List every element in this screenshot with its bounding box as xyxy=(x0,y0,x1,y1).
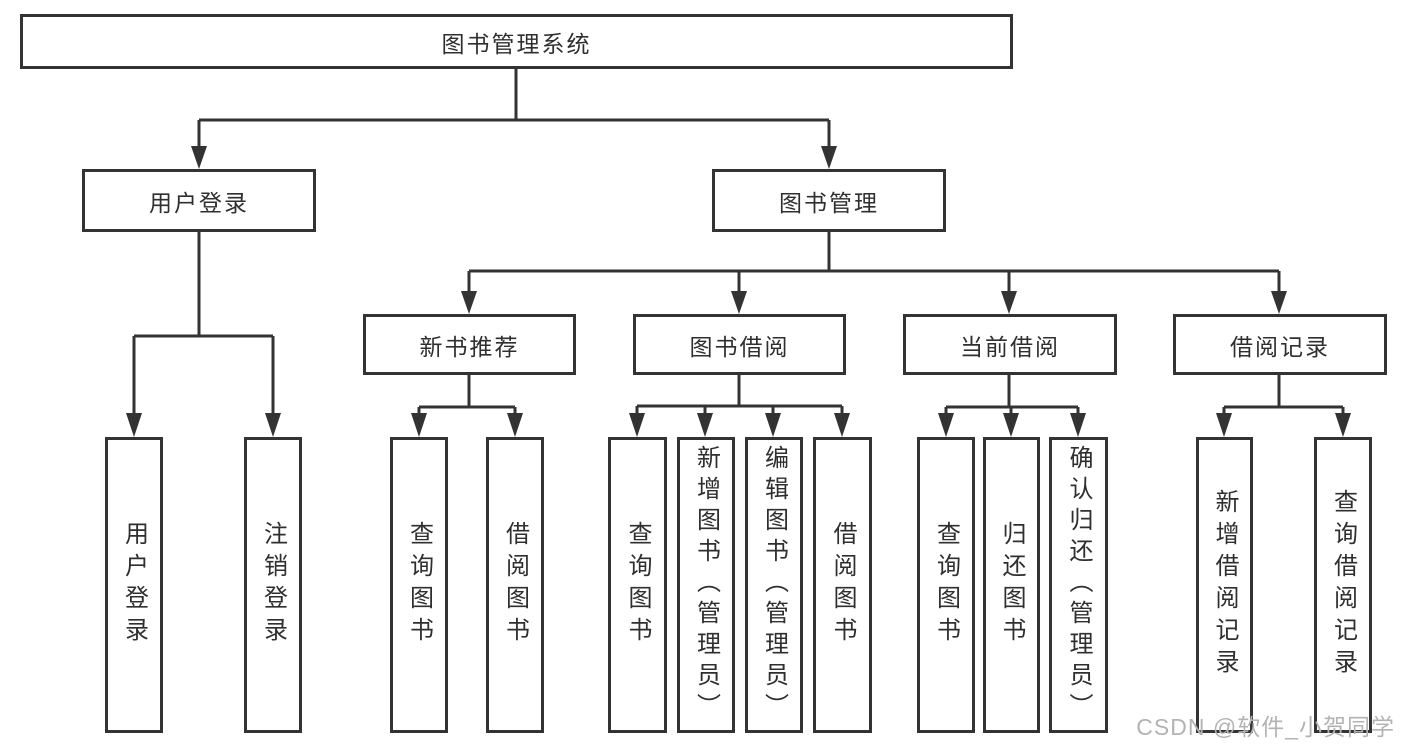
watermark-text: CSDN @软件_小贺同学 xyxy=(1136,714,1395,740)
leaf-logout: 注销登录 xyxy=(244,437,302,733)
leaf-user-login: 用户登录 xyxy=(105,437,163,733)
leaf-br-query-record: 查询借阅记录 xyxy=(1314,437,1372,733)
node-current-borrowing: 当前借阅 xyxy=(903,314,1117,375)
node-book-borrowing: 图书借阅 xyxy=(633,314,846,375)
leaf-bb-add-books-admin: 新增图书（管理员） xyxy=(677,437,735,733)
leaf-cb-query-books: 查询图书 xyxy=(917,437,975,733)
leaf-nbr-borrow-books: 借阅图书 xyxy=(486,437,544,733)
leaf-bb-query-books: 查询图书 xyxy=(608,437,667,733)
node-root: 图书管理系统 xyxy=(20,14,1013,69)
node-book-management: 图书管理 xyxy=(712,169,946,232)
leaf-cb-confirm-return-admin: 确认归还（管理员） xyxy=(1049,437,1108,733)
leaf-cb-return-books: 归还图书 xyxy=(983,437,1040,733)
leaf-bb-borrow-books: 借阅图书 xyxy=(813,437,872,733)
node-new-book-recommendation: 新书推荐 xyxy=(363,314,576,375)
node-borrowing-records: 借阅记录 xyxy=(1173,314,1387,375)
leaf-bb-edit-books-admin: 编辑图书（管理员） xyxy=(745,437,803,733)
node-user-login: 用户登录 xyxy=(82,169,316,232)
leaf-br-add-record: 新增借阅记录 xyxy=(1196,437,1253,733)
leaf-nbr-query-books: 查询图书 xyxy=(390,437,448,733)
